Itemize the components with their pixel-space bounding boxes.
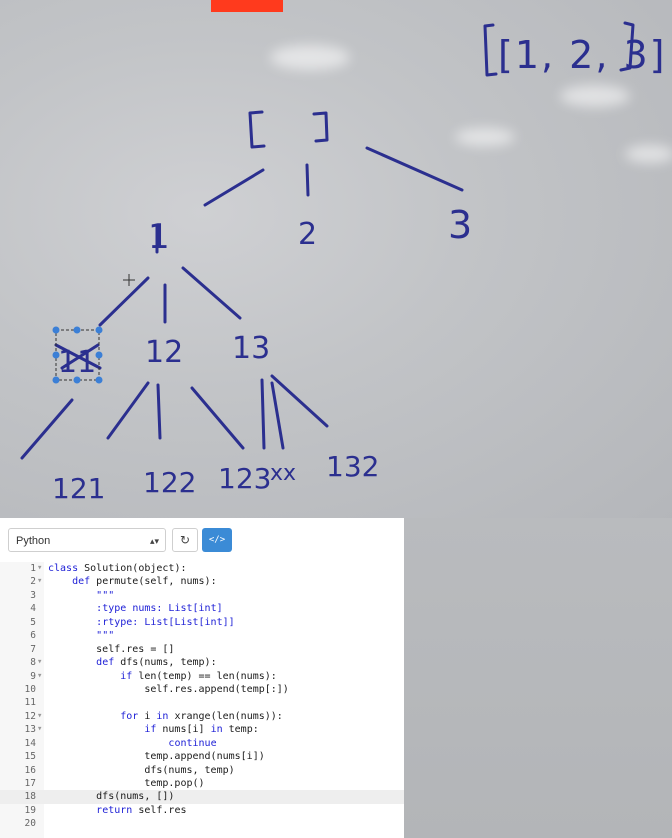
fold-toggle-icon[interactable]: ▾	[37, 563, 43, 573]
line-number: 10	[24, 683, 36, 695]
light-glare	[560, 85, 630, 107]
line-number: 4	[30, 603, 36, 615]
line-number: 3	[30, 589, 36, 601]
board-level3-121: 121	[52, 472, 105, 505]
code-text: """	[96, 589, 115, 601]
code-line[interactable]: 9▾ if len(temp) == len(nums):	[0, 670, 404, 683]
line-number: 16	[24, 764, 36, 776]
board-level3-xx: xx	[270, 461, 296, 486]
code-line[interactable]: 17 temp.pop()	[0, 777, 404, 790]
code-line[interactable]: 10 self.res.append(temp[:])	[0, 683, 404, 696]
code-line[interactable]: 11	[0, 696, 404, 709]
line-number: 14	[24, 737, 36, 749]
code-line[interactable]: 2▾ def permute(self, nums):	[0, 575, 404, 588]
code-line[interactable]: 5 :rtype: List[List[int]]	[0, 616, 404, 629]
code-line[interactable]: 15 temp.append(nums[i])	[0, 750, 404, 763]
line-number: 8	[30, 657, 36, 669]
code-line[interactable]: 6 """	[0, 629, 404, 642]
language-select-value: Python	[16, 535, 51, 547]
line-number: 15	[24, 751, 36, 763]
line-number: 12	[24, 710, 36, 722]
code-line[interactable]: 7 self.res = []	[0, 643, 404, 656]
board-level3-122: 122	[143, 466, 196, 499]
line-number: 19	[24, 804, 36, 816]
code-line[interactable]: 12▾ for i in xrange(len(nums)):	[0, 710, 404, 723]
language-select[interactable]: Python ▴▾	[8, 528, 166, 552]
board-level2-11: 11	[58, 345, 96, 380]
code-area[interactable]: 1▾class Solution(object):2▾ def permute(…	[0, 562, 404, 838]
refresh-icon: ↻	[179, 533, 191, 547]
select-arrows-icon: ▴▾	[149, 536, 159, 546]
fold-toggle-icon[interactable]: ▾	[37, 670, 43, 681]
fold-toggle-icon[interactable]: ▾	[37, 724, 43, 735]
code-text: for i in xrange(len(nums)):	[120, 710, 283, 722]
board-level2-13: 13	[232, 331, 270, 366]
line-number: 2	[30, 576, 36, 588]
code-line[interactable]: 20	[0, 817, 404, 830]
code-text: return self.res	[96, 804, 187, 816]
red-tag	[211, 0, 283, 12]
selection-box[interactable]	[52, 326, 103, 384]
fold-toggle-icon[interactable]: ▾	[37, 657, 43, 668]
handwriting-canvas: [1, 2, 3] [ ] 1 2 3 11 12 13 121 122 123…	[20, 21, 667, 505]
code-text: dfs(nums, [])	[48, 791, 175, 803]
code-text: continue	[168, 737, 217, 749]
code-text: def dfs(nums, temp):	[96, 657, 217, 669]
board-level1-1: 1	[148, 217, 170, 257]
line-number: 5	[30, 616, 36, 628]
code-text: temp.pop()	[48, 778, 205, 789]
code-text: """	[96, 630, 115, 642]
code-line[interactable]: 4 :type nums: List[int]	[0, 602, 404, 615]
board-level3-132: 132	[326, 450, 379, 483]
line-number: 11	[24, 697, 36, 709]
reset-button[interactable]: ↻	[172, 528, 198, 552]
code-text: :type nums: List[int]	[96, 603, 223, 615]
code-line[interactable]: 16 dfs(nums, temp)	[0, 764, 404, 777]
code-line[interactable]: 19 return self.res	[0, 804, 404, 817]
code-editor-panel: Python ▴▾ ↻ </> 1▾class Solution(object)…	[0, 518, 404, 838]
line-number: 13	[24, 724, 36, 736]
code-text: self.res.append(temp[:])	[48, 683, 289, 695]
line-number: 9	[30, 670, 36, 682]
code-icon: </>	[208, 535, 226, 545]
fold-toggle-icon[interactable]: ▾	[37, 576, 43, 587]
code-line[interactable]: 8▾ def dfs(nums, temp):	[0, 656, 404, 669]
line-number: 20	[24, 818, 36, 830]
light-glare	[625, 145, 672, 163]
board-level1-2: 2	[298, 217, 317, 252]
board-top-list: [1, 2, 3]	[498, 33, 667, 77]
code-text: self.res = []	[48, 643, 175, 655]
light-glare	[455, 128, 515, 146]
whiteboard-lower-right	[404, 518, 672, 838]
board-level2-12: 12	[145, 335, 183, 370]
code-line[interactable]: 3 """	[0, 589, 404, 602]
light-glare	[270, 45, 350, 70]
line-number: 1	[30, 563, 36, 574]
board-level1-3: 3	[448, 203, 472, 247]
code-view-button[interactable]: </>	[202, 528, 232, 552]
code-text: :rtype: List[List[int]]	[96, 616, 235, 628]
code-text: dfs(nums, temp)	[48, 764, 235, 776]
code-line[interactable]: 1▾ class Solution(object):	[0, 562, 404, 575]
line-number: 18	[24, 791, 36, 803]
crosshair-cursor-icon	[123, 274, 135, 286]
line-number: 6	[30, 630, 36, 642]
code-line[interactable]: 13▾ if nums[i] in temp:	[0, 723, 404, 736]
editor-toolbar: Python ▴▾ ↻ </>	[8, 528, 404, 556]
code-line[interactable]: 14 continue	[0, 737, 404, 750]
code-text: if nums[i] in temp:	[144, 724, 259, 736]
code-text: temp.append(nums[i])	[48, 751, 265, 763]
line-number: 7	[30, 643, 36, 655]
code-text: def permute(self, nums):	[72, 576, 217, 588]
board-level3-123: 123	[218, 462, 271, 495]
fold-toggle-icon[interactable]: ▾	[37, 710, 43, 721]
code-line[interactable]: 18 dfs(nums, [])	[0, 790, 404, 804]
code-text: class Solution(object):	[48, 563, 187, 574]
code-text: if len(temp) == len(nums):	[120, 670, 277, 682]
line-number: 17	[24, 778, 36, 789]
whiteboard-photo: [1, 2, 3] [ ] 1 2 3 11 12 13 121 122 123…	[0, 0, 672, 530]
